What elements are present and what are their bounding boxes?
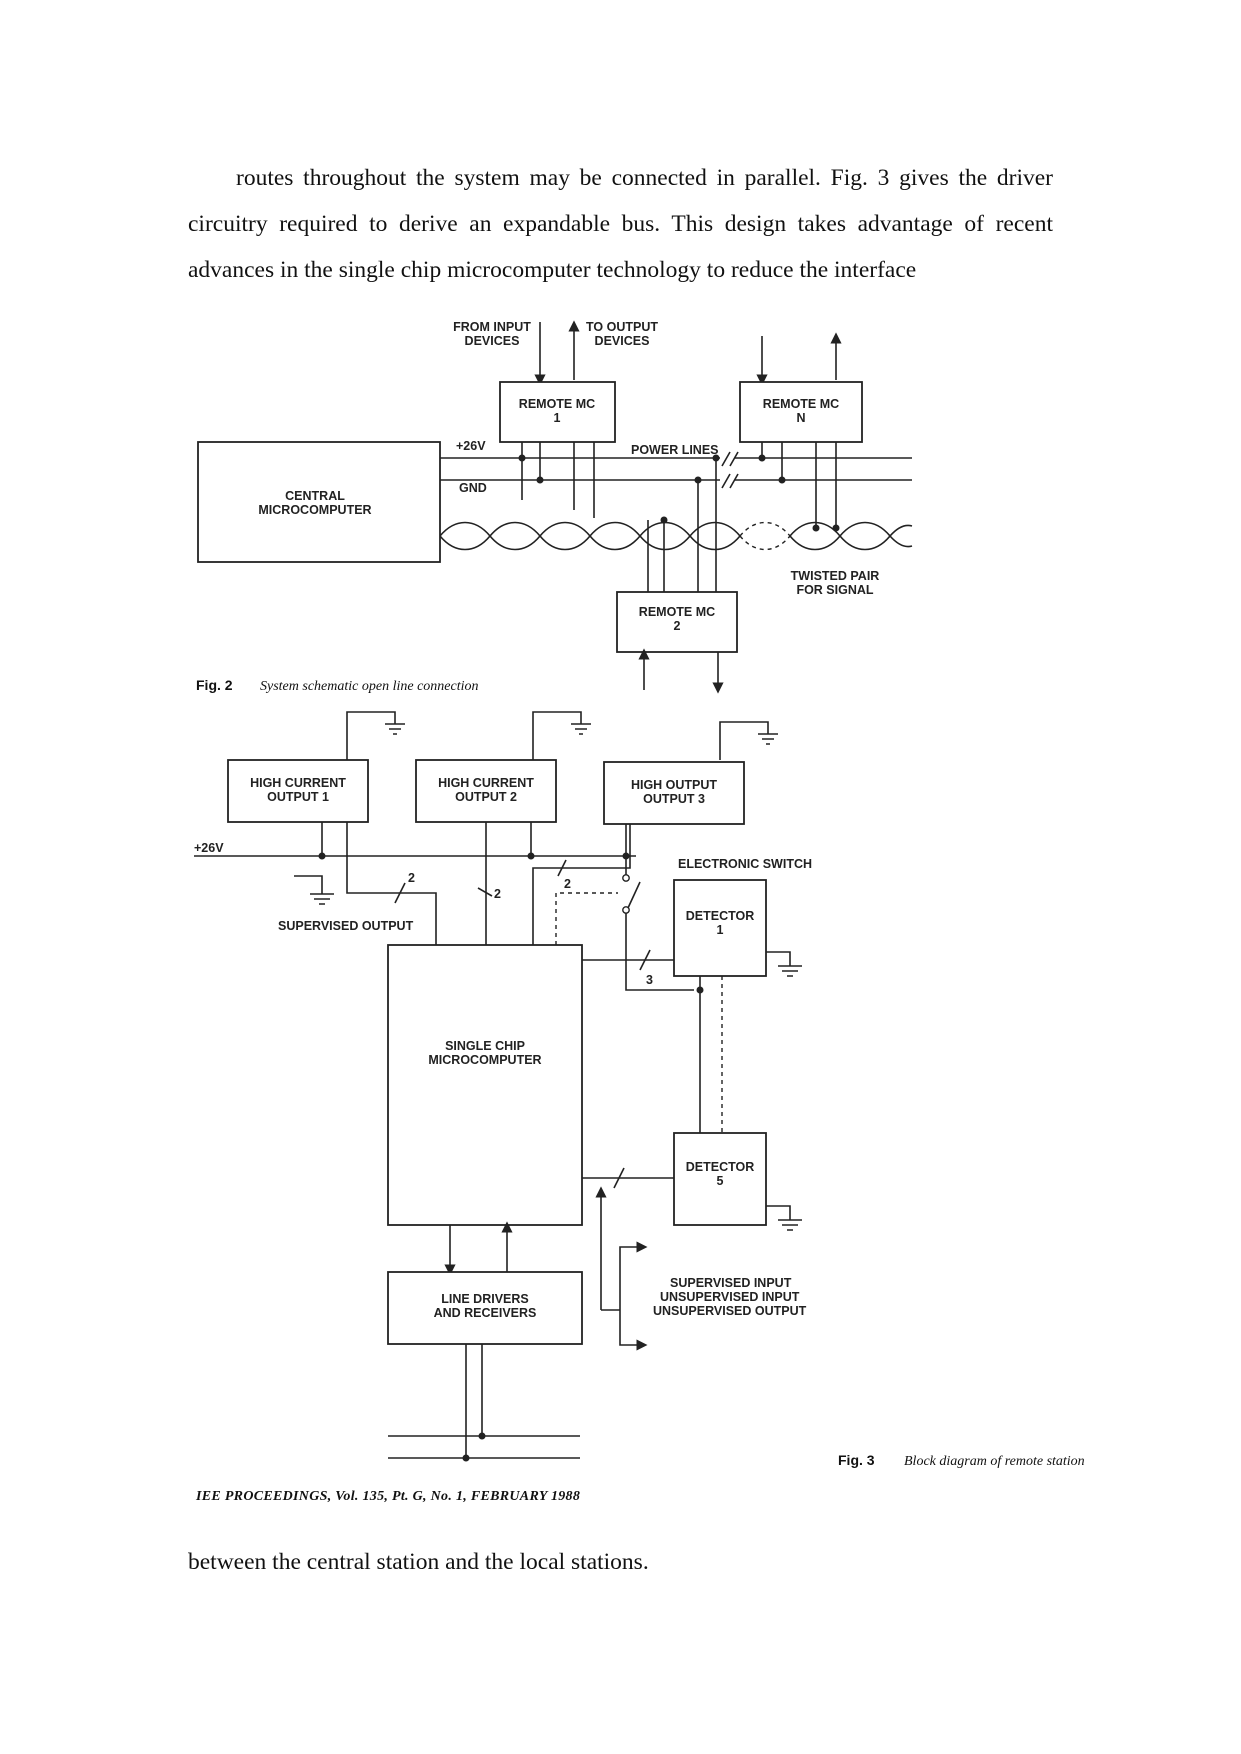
detector-1-box: [673, 879, 767, 977]
io-arrow-bottom: [619, 1270, 648, 1351]
mcu-label: SINGLE CHIP: [445, 1039, 525, 1053]
junction-dot: [694, 476, 702, 484]
detector-1-label: DETECTOR: [686, 909, 755, 923]
remote-mc-1-box: [499, 381, 616, 443]
fig2-from-input-label-2: DEVICES: [465, 334, 520, 348]
remote-mc-1-label: REMOTE MC: [519, 397, 595, 411]
junction-dot: [518, 454, 526, 462]
junction-dot: [536, 476, 544, 484]
junction-dot: [660, 516, 668, 524]
hc2-label: HIGH CURRENT: [438, 776, 534, 790]
unsupervised-output-label: UNSUPERVISED OUTPUT: [653, 1304, 807, 1318]
body-paragraph-2: between the central station and the loca…: [188, 1549, 649, 1575]
hc1-bus: [346, 822, 437, 945]
bus-count-2c: 2: [564, 877, 571, 891]
line-drivers-label-2: AND RECEIVERS: [434, 1306, 537, 1320]
fig2-caption-label: Fig. 2: [196, 677, 233, 693]
central-microcomputer-box: [197, 441, 441, 563]
central-microcomputer-label: CENTRAL: [285, 489, 345, 503]
ground-icon: [532, 711, 591, 760]
ground-icon: [766, 1205, 802, 1231]
switch-blade: [627, 881, 641, 909]
remote-mc-2-label: REMOTE MC: [639, 605, 715, 619]
high-current-output-1-box: [227, 759, 369, 823]
bus-slash: [613, 1167, 625, 1189]
remote-mc-1-number: 1: [554, 411, 561, 425]
body-paragraph-1: routes throughout the system may be conn…: [188, 165, 1053, 283]
hc1-label: HIGH CURRENT: [250, 776, 346, 790]
bus-slash: [477, 887, 493, 897]
remote-mc-n-label: REMOTE MC: [763, 397, 839, 411]
junction-dot: [812, 524, 820, 532]
remote-mc-n-box: [739, 381, 863, 443]
line-drivers-label: LINE DRIVERS: [441, 1292, 529, 1306]
supervised-output-label: SUPERVISED OUTPUT: [278, 919, 414, 933]
junction-dot: [778, 476, 786, 484]
fig2-gnd-label: GND: [459, 481, 487, 495]
junction-dot: [712, 454, 720, 462]
detector-5-box: [673, 1132, 767, 1226]
twisted-pair-label-2: FOR SIGNAL: [796, 583, 873, 597]
switch-control-dashed: [555, 892, 618, 945]
power-lines-label: POWER LINES: [631, 443, 719, 457]
hc1-label-2: OUTPUT 1: [267, 790, 329, 804]
hc2-label-2: OUTPUT 2: [455, 790, 517, 804]
remote-mc-2-number: 2: [674, 619, 681, 633]
central-microcomputer-label-2: MICROCOMPUTER: [258, 503, 371, 517]
switch-terminal: [622, 874, 630, 882]
remote-mc-2-box: [616, 591, 738, 653]
fig2-to-output-label-2: DEVICES: [595, 334, 650, 348]
bus-count-2a: 2: [408, 871, 415, 885]
detector-1-number: 1: [717, 923, 724, 937]
mcu-label-2: MICROCOMPUTER: [428, 1053, 541, 1067]
ho3-label: HIGH OUTPUT: [631, 778, 717, 792]
ground-icon: [766, 951, 802, 977]
ho3-bus: [532, 824, 631, 945]
junction-dot: [696, 986, 704, 994]
fig2-from-input-label: FROM INPUT: [453, 320, 531, 334]
fig2-diagram: FROM INPUT DEVICES TO OUTPUT DEVICES REM…: [196, 320, 913, 694]
ground-icon: [346, 711, 405, 760]
bus-slash: [639, 949, 651, 971]
high-current-output-2-box: [415, 759, 557, 823]
bus-slash: [394, 882, 406, 904]
bus-slash: [557, 859, 567, 877]
detector-5-label: DETECTOR: [686, 1160, 755, 1174]
remote-mc-n-number: N: [796, 411, 805, 425]
break-marks: [721, 451, 739, 489]
fig3-caption-text: Block diagram of remote station: [904, 1454, 1085, 1469]
junction-dot: [758, 454, 766, 462]
fig2-to-output-label: TO OUTPUT: [586, 320, 658, 334]
fig3-plus26v-label: +26V: [194, 841, 224, 855]
ground-icon: [719, 721, 778, 760]
twisted-pair-label: TWISTED PAIR: [791, 569, 880, 583]
twisted-pair-solid: [439, 521, 741, 551]
junction-dot: [462, 1454, 470, 1462]
supervised-input-label: SUPERVISED INPUT: [670, 1276, 792, 1290]
ground-icon: [294, 875, 334, 905]
line-drivers-box: [387, 1271, 583, 1345]
bus-count-3: 3: [646, 973, 653, 987]
twisted-pair-dashed: [739, 521, 791, 551]
ho3-label-2: OUTPUT 3: [643, 792, 705, 806]
twisted-pair-solid-2: [789, 521, 913, 551]
electronic-switch-label: ELECTRONIC SWITCH: [678, 857, 812, 871]
single-chip-microcomputer-box: [387, 944, 583, 1226]
fig2-plus26v-label: +26V: [456, 439, 486, 453]
bus-count-2b: 2: [494, 887, 501, 901]
fig2-caption-text: System schematic open line connection: [260, 679, 478, 694]
unsupervised-input-label: UNSUPERVISED INPUT: [660, 1290, 800, 1304]
journal-footer: IEE PROCEEDINGS, Vol. 135, Pt. G, No. 1,…: [195, 1489, 580, 1504]
junction-dot: [478, 1432, 486, 1440]
io-arrow-top: [619, 1241, 648, 1270]
switch-to-detector-wire: [625, 913, 694, 991]
high-output-output-3-box: [603, 761, 745, 825]
detector-5-number: 5: [717, 1174, 724, 1188]
fig3-caption-label: Fig. 3: [838, 1452, 875, 1468]
fig3-diagram: HIGH CURRENT OUTPUT 1 HIGH CURRENT OUTPU…: [194, 711, 1085, 1469]
